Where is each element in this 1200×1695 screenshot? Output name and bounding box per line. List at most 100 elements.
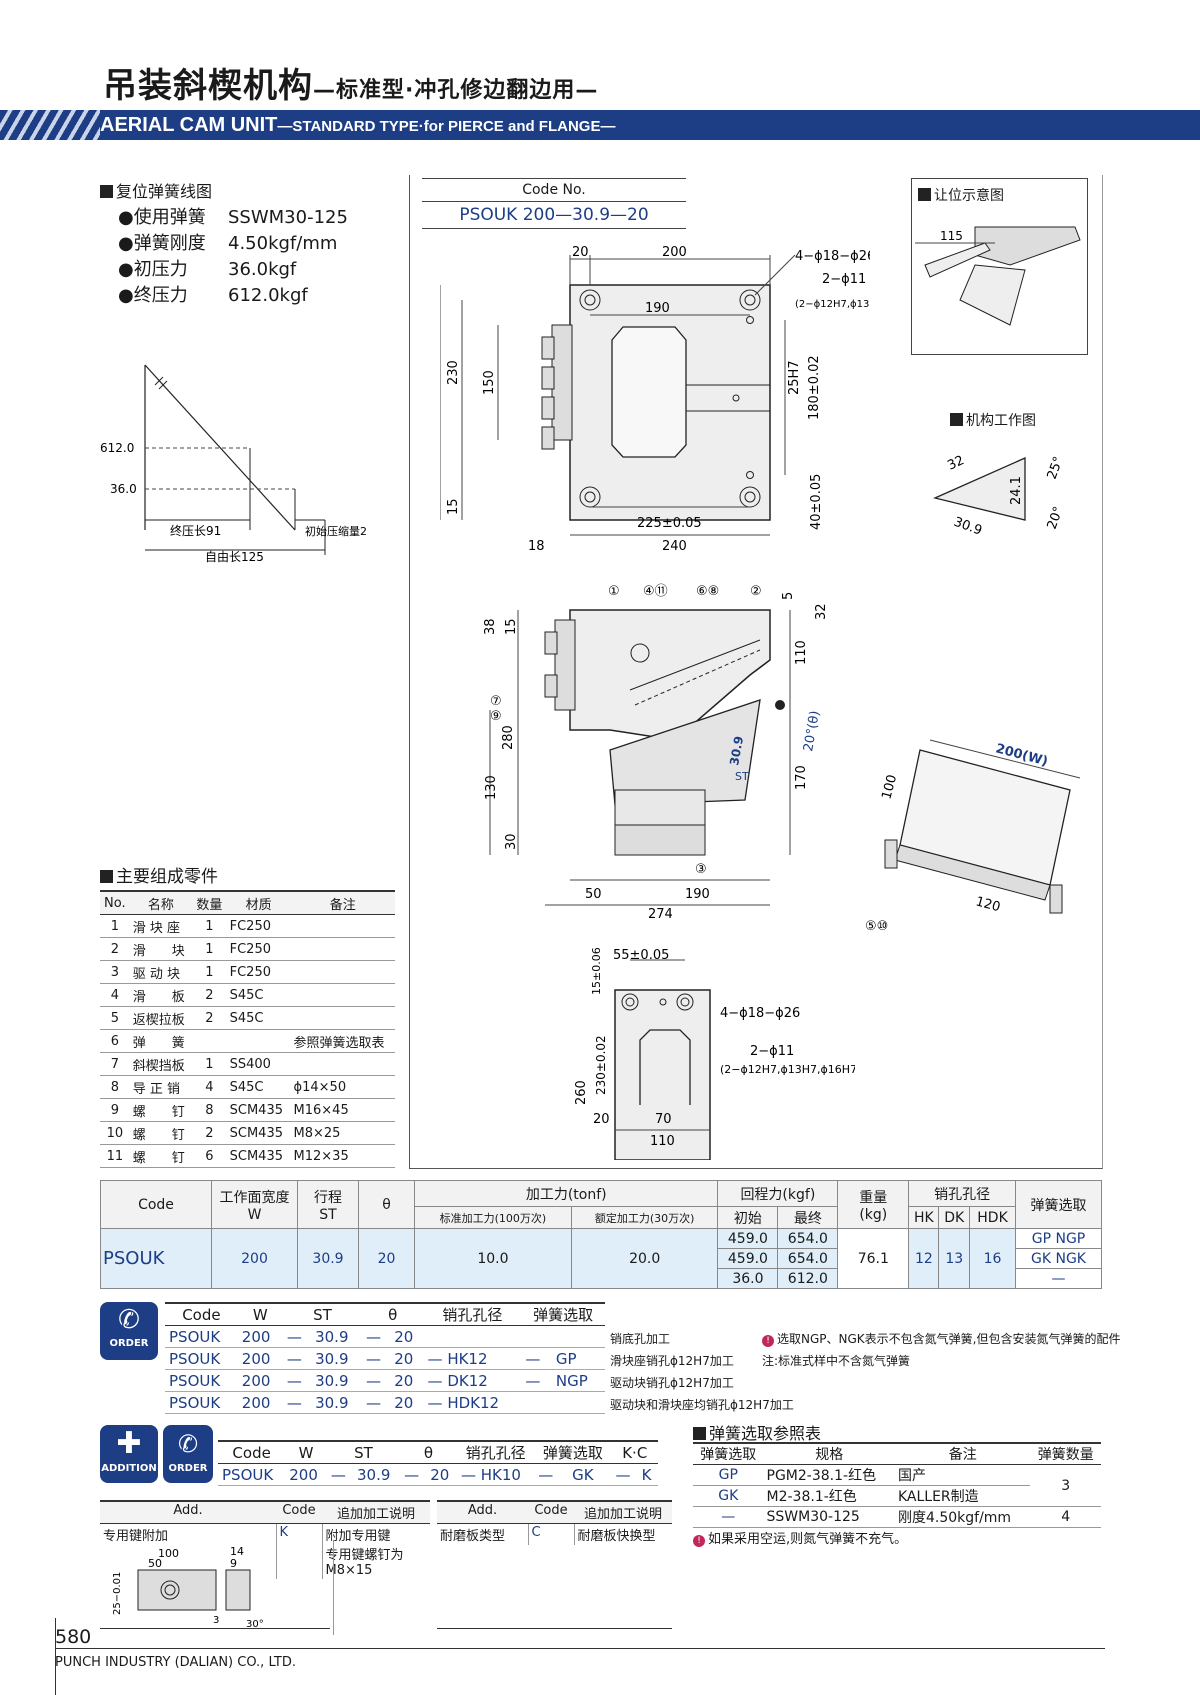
order-cell: 20 <box>390 1347 424 1370</box>
parts-cell: 6 <box>192 1144 227 1168</box>
order-cell: 20 <box>390 1369 424 1392</box>
order-cell: — <box>361 1325 391 1348</box>
code-box-label: Code No. <box>422 178 686 202</box>
addition-cell: 30.9 <box>353 1463 401 1486</box>
svg-text:⑤⑩: ⑤⑩ <box>865 919 888 934</box>
order-cell: — HDK12 <box>423 1391 522 1414</box>
angle-label: 20°(θ) <box>801 710 823 753</box>
stroke-tag: ST <box>735 770 749 783</box>
code-box-value: PSOUK 200—30.9—20 <box>422 202 686 229</box>
graph-free-length: 自由长125 <box>205 550 264 564</box>
side-holes-note-1: 4−ϕ18−ϕ26 <box>720 1006 800 1021</box>
parts-cell <box>192 1029 227 1053</box>
spec-spring-opt: GK NGK <box>1015 1248 1102 1269</box>
svg-text:20: 20 <box>593 1112 610 1127</box>
phone-icon: ✆ <box>118 1305 140 1335</box>
order-badge: ✆ ORDER <box>100 1302 158 1360</box>
svg-text:190: 190 <box>685 887 710 902</box>
spec-h-theta: θ <box>358 1180 415 1229</box>
order-cell: 200 <box>237 1347 283 1370</box>
holes-note-2: 2−ϕ11 <box>822 272 866 287</box>
svg-text:25H7: 25H7 <box>787 360 802 395</box>
addition-cell: — HK10 <box>456 1463 535 1486</box>
parts-cell: 6 <box>100 1029 130 1053</box>
order-cell <box>551 1325 605 1348</box>
parts-cell: 1 <box>192 937 227 961</box>
svg-text:230: 230 <box>446 360 461 385</box>
parts-cell: ϕ14×50 <box>290 1075 395 1099</box>
svg-text:3: 3 <box>213 1615 219 1626</box>
svg-text:130: 130 <box>484 775 499 800</box>
parts-cell <box>290 983 395 1007</box>
svg-text:150: 150 <box>482 370 497 395</box>
order-cell: — <box>282 1347 312 1370</box>
parts-cell: 斜楔挡板 <box>129 1052 193 1076</box>
title-band <box>0 110 1200 140</box>
parts-cell: 11 <box>100 1144 130 1168</box>
parts-col-qty: 数量 <box>192 890 227 915</box>
order-cell: 30.9 <box>311 1369 362 1392</box>
parts-cell: 滑 板 <box>129 983 193 1007</box>
order-cell: — HK12 <box>423 1347 522 1370</box>
order-cell: 20 <box>390 1391 424 1414</box>
spec-return-init: 459.0 <box>717 1248 779 1269</box>
company-name: PUNCH INDUSTRY (DALIAN) CO., LTD. <box>55 1655 296 1670</box>
parts-cell <box>290 1052 395 1076</box>
svg-text:260: 260 <box>574 1080 589 1105</box>
parts-cell: 驱 动 块 <box>129 960 193 984</box>
svg-text:⑦: ⑦ <box>490 694 502 709</box>
clearance-heading: 让位示意图 <box>918 185 1004 205</box>
spec-force-a: 10.0 <box>414 1228 572 1289</box>
order-cell: — <box>361 1347 391 1370</box>
parts-cell: 3 <box>100 960 130 984</box>
svg-text:②: ② <box>750 584 762 599</box>
english-title: AERIAL CAM UNIT—STANDARD TYPE·for PIERCE… <box>100 114 616 136</box>
svg-text:110: 110 <box>650 1134 675 1149</box>
side-holes-note-2: 2−ϕ11 <box>750 1044 794 1059</box>
parts-cell: SS400 <box>226 1052 291 1076</box>
svg-text:①: ① <box>608 584 620 599</box>
isometric-drawing: 200(W) 100 120 ⑤⑩ <box>865 739 1081 934</box>
parts-cell: 螺 钉 <box>129 1098 193 1122</box>
order-cell: PSOUK <box>165 1369 238 1392</box>
order-cell <box>551 1391 605 1414</box>
parts-cell: 4 <box>192 1075 227 1099</box>
spec-spring-opt: GP NGP <box>1015 1228 1102 1249</box>
svg-text:50: 50 <box>148 1557 162 1570</box>
svg-text:70: 70 <box>655 1112 672 1127</box>
parts-cell: 2 <box>192 1006 227 1030</box>
svg-text:25−0.01: 25−0.01 <box>112 1572 123 1615</box>
spec-h-return-b: 最终 <box>777 1206 839 1229</box>
warning-icon: ! <box>762 1335 774 1347</box>
addition-cell: K <box>637 1463 658 1486</box>
spec-return-init: 36.0 <box>717 1268 779 1289</box>
spec-h-force: 加工力(tonf) <box>413 1180 719 1207</box>
parts-cell: 1 <box>192 1052 227 1076</box>
addition-cell: 200 <box>285 1463 327 1486</box>
svg-text:25°: 25° <box>1045 455 1067 482</box>
plus-icon: ✚ <box>116 1426 142 1461</box>
addition-cell: — <box>534 1463 569 1486</box>
drawing-frame <box>409 175 1103 1169</box>
divider <box>100 1628 330 1629</box>
svg-text:5: 5 <box>781 592 796 600</box>
parts-cell: 1 <box>100 914 130 938</box>
svg-text:32: 32 <box>945 453 966 474</box>
width-label: 200(W) <box>994 741 1049 769</box>
svg-text:30°: 30° <box>246 1619 264 1630</box>
code-box: Code No. PSOUK 200—30.9—20 <box>422 178 686 229</box>
order-cell: NGP <box>551 1369 605 1392</box>
addition-badge: ✚ ADDITION <box>100 1425 158 1483</box>
